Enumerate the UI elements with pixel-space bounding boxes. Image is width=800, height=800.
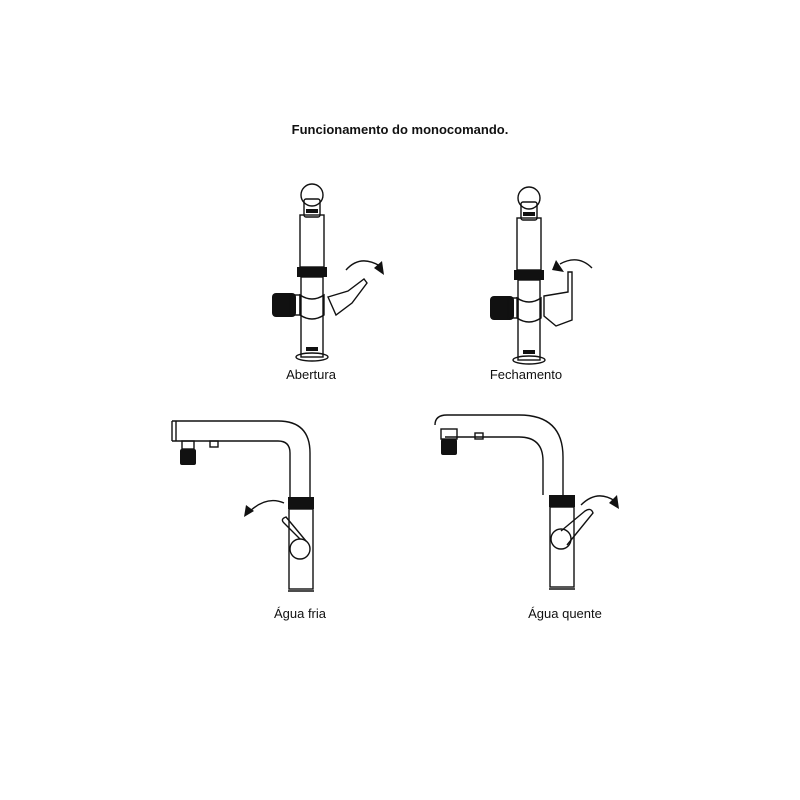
faucet-front-icon-abertura (240, 175, 400, 365)
page-title: Funcionamento do monocomando. (291, 122, 509, 137)
faucet-front-icon-fechamento (460, 180, 620, 370)
caption-agua-quente: Água quente (528, 606, 602, 621)
caption-abertura: Abertura (286, 367, 336, 382)
caption-fechamento: Fechamento (489, 367, 563, 382)
caption-agua-fria: Água fria (273, 606, 327, 621)
faucet-side-icon-agua-fria (150, 405, 350, 595)
faucet-side-icon-agua-quente (415, 405, 635, 595)
